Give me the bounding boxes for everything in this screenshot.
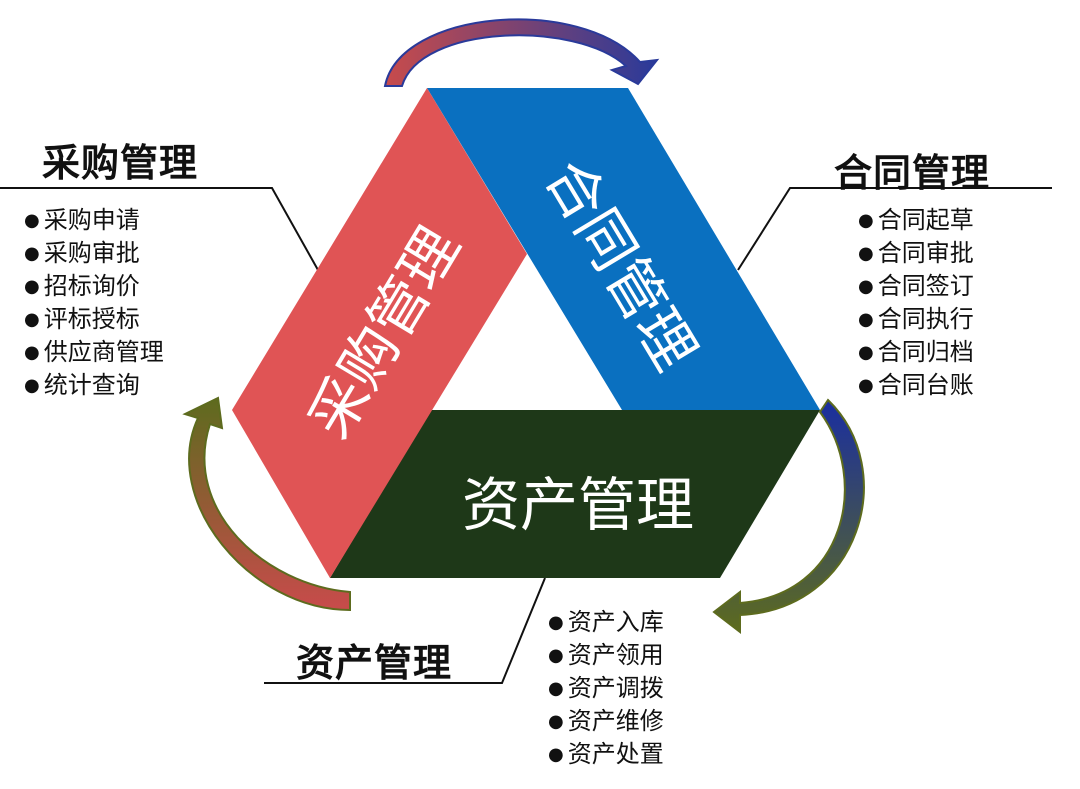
left-cycle-arrow (182, 396, 351, 612)
top-cycle-arrow (383, 18, 660, 87)
procurement-list: 采购申请 采购审批 招标询价 评标授标 供应商管理 统计查询 (24, 204, 164, 402)
list-item: 合同台账 (858, 369, 974, 402)
contract-leader-line (737, 187, 1052, 271)
procurement-title: 采购管理 (42, 141, 199, 185)
list-item: 统计查询 (24, 369, 164, 402)
contract-list: 合同起草 合同审批 合同签订 合同执行 合同归档 合同台账 (858, 204, 974, 402)
list-item: 合同执行 (858, 303, 974, 336)
list-item: 招标询价 (24, 270, 164, 303)
contract-band (427, 88, 820, 410)
contract-title: 合同管理 (834, 151, 991, 195)
asset-leader-line (264, 577, 546, 684)
list-item: 资产调拨 (548, 672, 664, 705)
asset-list: 资产入库 资产领用 资产调拨 资产维修 资产处置 (548, 606, 664, 771)
procurement-band (232, 88, 527, 578)
list-item: 合同审批 (858, 237, 974, 270)
list-item: 合同归档 (858, 336, 974, 369)
list-item: 资产领用 (548, 639, 664, 672)
asset-band-label: 资产管理 (461, 471, 695, 539)
asset-title: 资产管理 (296, 641, 453, 685)
procurement-leader-line (0, 187, 319, 271)
list-item: 资产入库 (548, 606, 664, 639)
right-cycle-arrow (712, 398, 865, 635)
list-item: 供应商管理 (24, 336, 164, 369)
list-item: 采购审批 (24, 237, 164, 270)
list-item: 资产处置 (548, 738, 664, 771)
asset-band (330, 410, 820, 578)
list-item: 采购申请 (24, 204, 164, 237)
list-item: 评标授标 (24, 303, 164, 336)
list-item: 合同签订 (858, 270, 974, 303)
list-item: 合同起草 (858, 204, 974, 237)
list-item: 资产维修 (548, 705, 664, 738)
